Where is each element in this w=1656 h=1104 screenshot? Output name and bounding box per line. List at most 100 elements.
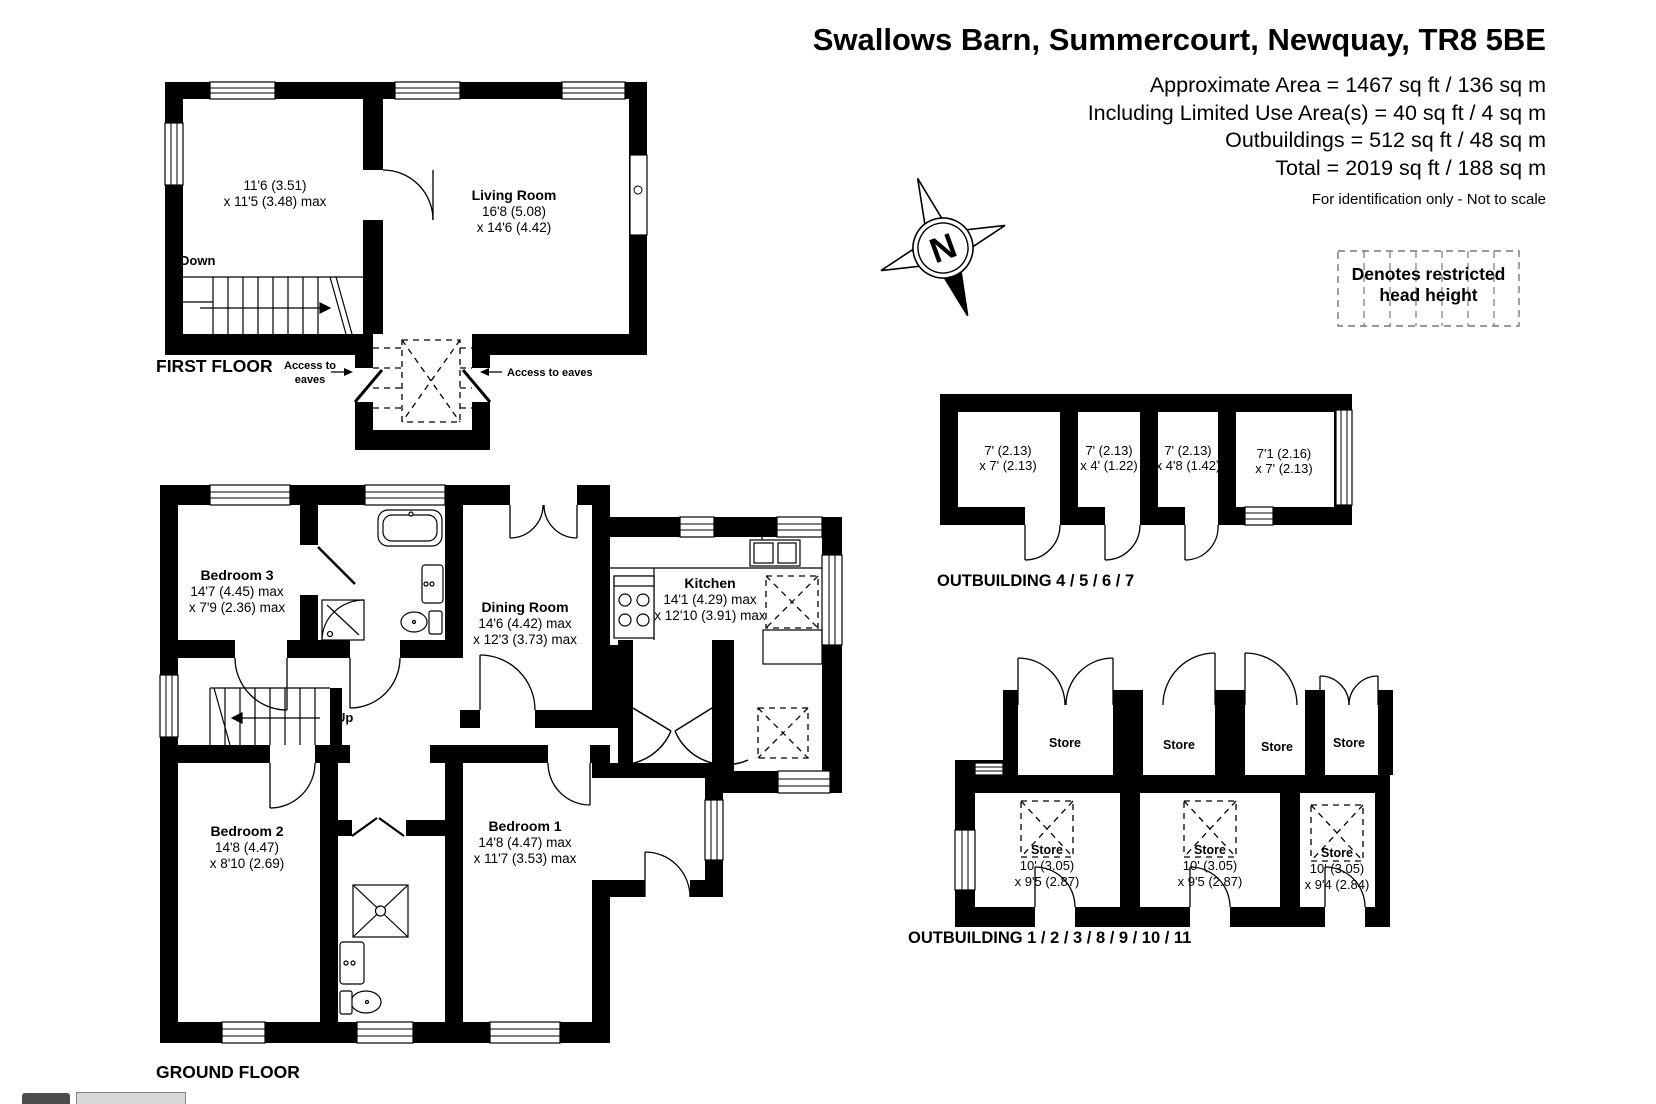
restricted-head-height-zone [373,339,472,423]
stairs-down [183,276,363,335]
page-title: Swallows Barn, Summercourt, Newquay, TR8… [812,22,1546,57]
kitchen-step [762,629,823,665]
ob-a-room4-dim2: x 7' (2.13) [1255,461,1312,476]
first-floor-windows [164,81,626,186]
door-arc [349,657,401,709]
window [776,516,823,538]
room1-dim2: x 11'5 (3.48) max [224,194,327,209]
access-arrows [331,368,502,376]
window [159,674,179,738]
ob-a-room3-dim1: 7' (2.13) [1164,443,1211,458]
store1-dim2: x 9'5 (2.87) [1015,874,1080,889]
window [489,1021,561,1044]
door-arc [547,762,591,806]
bathtub-icon [377,509,443,547]
area-summary: Approximate Area = 1467 sq ft / 136 sq m… [813,72,1546,182]
ob-a-room4-dim1: 7'1 (2.16) [1257,446,1312,461]
bedroom2-name: Bedroom 2 [210,823,283,839]
bedroom1-dim2: x 11'7 (3.53) max [474,851,577,866]
outbuilding-b-top-doors [1017,652,1379,706]
kitchen-name: Kitchen [684,575,735,591]
outbuildings-area: Outbuildings = 512 sq ft / 48 sq m [1225,128,1546,152]
kitchen-fixtures [610,532,823,665]
toolbar-button-fragment[interactable] [76,1092,186,1104]
door-arc [269,762,316,809]
window [679,516,715,538]
door-arc [479,654,536,711]
bedroom2-dim1: 14'8 (4.47) [215,840,279,855]
store3-name: Store [1321,846,1353,860]
door-arc [1017,657,1114,706]
dining-room-dim1: 14'6 (4.42) max [478,616,572,631]
door-arc [1034,866,1076,908]
first-floor-plan: 11'6 (3.51) x 11'5 (3.48) max Living Roo… [156,81,648,450]
window [394,81,461,100]
room1-dim1: 11'6 (3.51) [243,178,306,193]
ground-floor-plan: Bedroom 3 14'7 (4.45) max x 7'9 (2.36) m… [156,484,843,1082]
shower-room-fixtures [339,884,409,1015]
bathroom-door [317,546,356,585]
outbuilding-a-label: OUTBUILDING 4 / 5 / 6 / 7 [937,572,1134,590]
stove-icon [613,575,655,639]
ground-floor-doors [234,504,749,898]
bathroom-fixtures [321,509,444,641]
outbuilding-b-bottom-doors [1034,866,1366,908]
door-arc [1244,652,1298,706]
door-arc [234,657,288,711]
top-store2-label: Store [1163,738,1195,752]
store2-dim2: x 9'5 (2.87) [1178,874,1243,889]
outbuilding-a-windows [1244,409,1353,526]
window [209,484,291,506]
kitchen-dim1: 14'1 (4.29) max [663,592,757,607]
compass-rose: N [880,178,1006,317]
toilet-icon [339,990,382,1015]
door-arc [382,169,434,221]
store2-name: Store [1194,843,1226,857]
bedroom3-dim1: 14'7 (4.45) max [190,584,284,599]
door-arc [1104,524,1141,561]
fireplace-icon [629,154,648,236]
dining-room-dim2: x 12'3 (3.73) max [473,632,577,647]
ground-floor-windows [159,484,843,1044]
shower-icon [321,599,365,641]
store3-dim1: 10' (3.05) [1310,861,1365,876]
window [954,829,976,891]
approximate-area: Approximate Area = 1467 sq ft / 136 sq m [1149,73,1546,97]
stairs-up-label: Up [336,710,353,725]
door-arc [1189,866,1231,908]
ground-floor-openings [510,485,690,897]
store2-dim1: 10' (3.05) [1183,858,1238,873]
restricted-head-height-zone [1020,800,1364,862]
bedroom2-dim2: x 8'10 (2.69) [210,856,285,871]
outbuilding-b-openings [1035,907,1365,927]
first-floor-openings [355,170,490,402]
window [974,762,1004,776]
first-floor-walls [165,82,647,450]
outbuilding-4567-plan: 7' (2.13) x 7' (2.13) 7' (2.13) x 4' (1.… [937,394,1353,590]
living-room-dim1: 16'8 (5.08) [482,204,546,219]
window [209,81,276,100]
window [1335,409,1353,506]
door-arc [1162,652,1216,706]
disclaimer: For identification only - Not to scale [1311,191,1546,208]
limited-use-area: Including Limited Use Area(s) = 40 sq ft… [1087,100,1546,125]
door-arc [644,851,691,898]
ob-a-room3-dim2: x 4'8 (1.42) [1156,458,1221,473]
top-store3-label: Store [1261,740,1293,754]
toolbar-button-fragment[interactable] [22,1093,70,1104]
window [1244,506,1274,526]
outbuilding-group-plan: Store Store Store Store Store 10' (3.05)… [908,652,1393,947]
door-arc [1319,675,1379,706]
bedroom1-dim1: 14'8 (4.47) max [478,835,572,850]
sink-icon [421,564,444,604]
access-left-line2: eaves [295,374,326,386]
outbuilding-a-openings [1025,507,1218,525]
ob-a-room2-dim1: 7' (2.13) [1085,443,1132,458]
window [777,770,831,794]
dining-room-name: Dining Room [481,599,568,615]
legend-line2: head height [1379,285,1478,305]
legend-hatching [1337,250,1520,327]
outbuilding-a-doors [1024,524,1219,561]
window [704,799,724,861]
